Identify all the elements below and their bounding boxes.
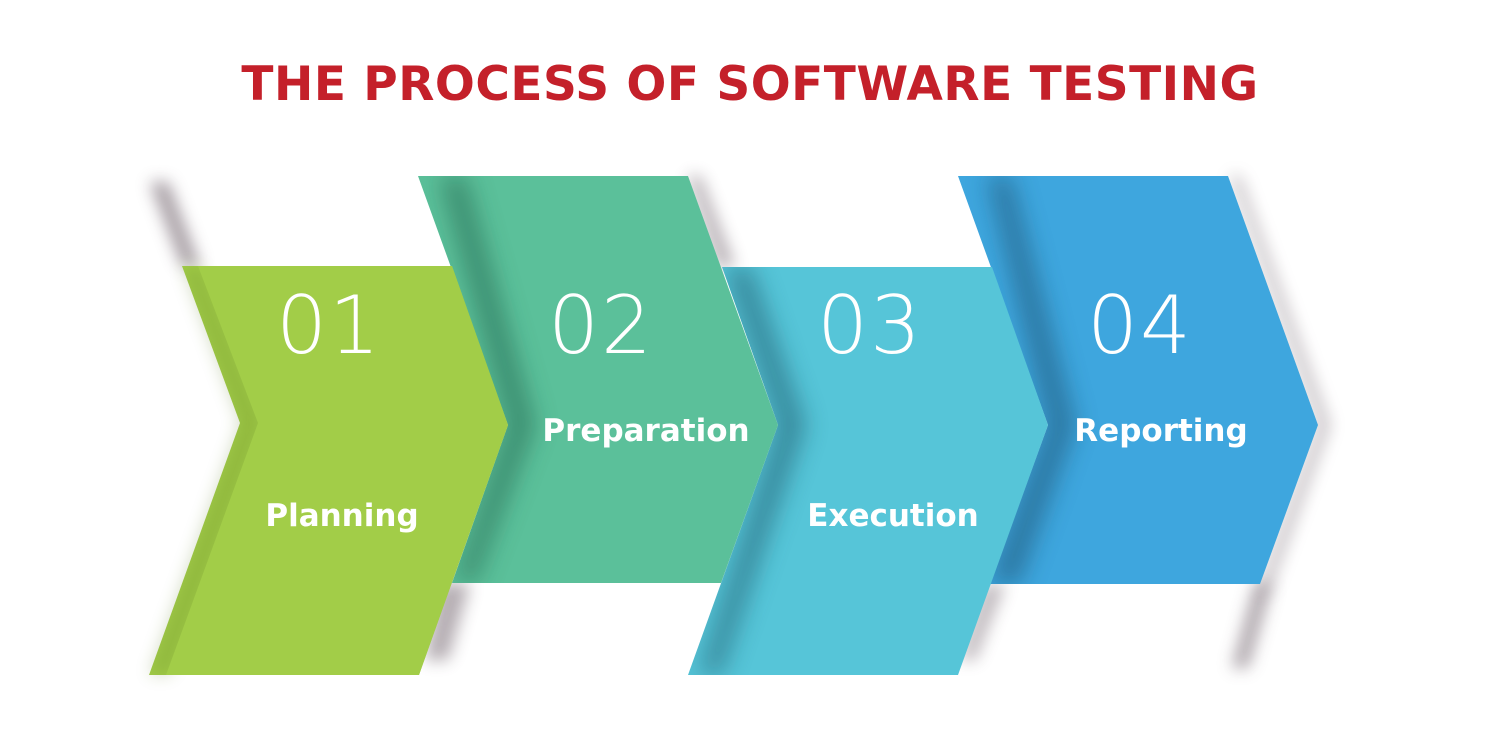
step-2-label: Preparation	[542, 413, 750, 449]
page-title: THE PROCESS OF SOFTWARE TESTING	[241, 57, 1259, 112]
step-4-label: Reporting	[1074, 413, 1248, 449]
step-1-label: Planning	[265, 498, 419, 534]
step-3-number: 03	[817, 279, 923, 372]
step-1-number: 01	[276, 279, 382, 372]
step-3-label: Execution	[807, 498, 979, 534]
step-2-number: 02	[548, 279, 654, 372]
step-1-notch-shade	[149, 266, 262, 675]
step-3-inner-shadow	[700, 267, 805, 675]
step-2-inner-shadow	[440, 176, 535, 583]
step-1-cover	[166, 266, 508, 675]
step-4-inner-shadow	[988, 176, 1075, 584]
step-4-number: 04	[1087, 279, 1193, 372]
